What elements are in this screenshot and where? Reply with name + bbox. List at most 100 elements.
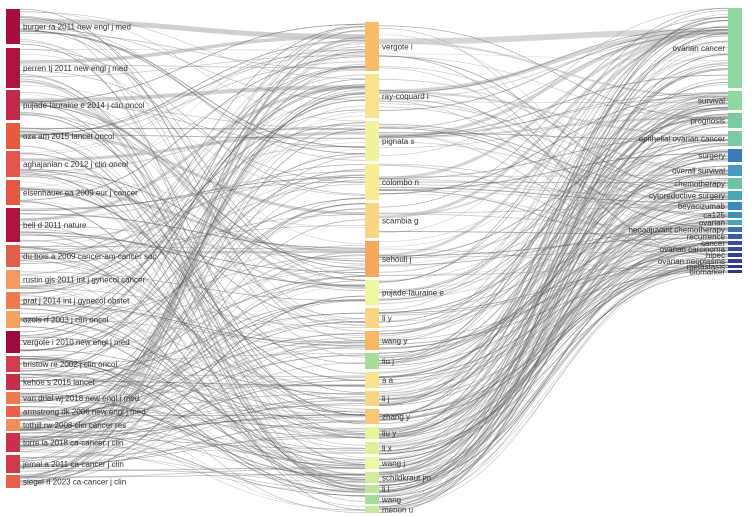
keyword-node[interactable] — [728, 202, 742, 210]
reference-node[interactable] — [6, 208, 20, 242]
keyword-node[interactable] — [728, 259, 742, 263]
reference-node[interactable] — [6, 392, 20, 404]
author-node[interactable] — [365, 372, 379, 388]
link-ref-author — [19, 115, 366, 394]
keyword-node[interactable] — [728, 253, 742, 257]
link-ref-author — [19, 303, 366, 347]
keyword-label: neoadjuvant chemotherapy — [628, 226, 725, 235]
link-author-keyword — [378, 95, 729, 335]
link-author-keyword — [378, 107, 729, 292]
reference-node[interactable] — [6, 311, 20, 328]
reference-node[interactable] — [6, 245, 20, 267]
link-author-keyword — [378, 123, 729, 194]
author-node[interactable] — [365, 164, 379, 200]
keyword-node[interactable] — [728, 8, 742, 88]
reference-node[interactable] — [6, 48, 20, 88]
link-author-keyword — [378, 27, 729, 262]
author-node[interactable] — [365, 241, 379, 277]
author-node[interactable] — [365, 203, 379, 238]
author-node[interactable] — [365, 457, 379, 469]
reference-node[interactable] — [6, 374, 20, 390]
author-node[interactable] — [365, 353, 379, 369]
link-ref-author — [19, 468, 366, 478]
link-ref-author — [19, 224, 366, 439]
keyword-node[interactable] — [728, 220, 742, 225]
author-node[interactable] — [365, 391, 379, 406]
link-author-keyword — [378, 155, 729, 482]
author-node[interactable] — [365, 472, 379, 483]
link-ref-author — [19, 134, 366, 139]
reference-label: van driel wj 2018 new engl j med — [23, 394, 139, 403]
reference-node[interactable] — [6, 356, 20, 372]
link-author-keyword — [378, 249, 729, 378]
link-ref-author-major — [19, 34, 366, 64]
link-ref-author — [19, 399, 366, 438]
keyword-node[interactable] — [728, 212, 742, 218]
keyword-node[interactable] — [728, 178, 742, 189]
keyword-label: prognosis — [690, 117, 725, 126]
author-node[interactable] — [365, 308, 379, 328]
author-node[interactable] — [365, 121, 379, 161]
link-ref-author — [19, 126, 366, 379]
link-author-keyword — [378, 133, 729, 497]
reference-node[interactable] — [6, 270, 20, 289]
link-ref-author — [19, 103, 366, 324]
link-author-keyword — [378, 29, 729, 111]
keyword-node[interactable] — [728, 227, 742, 232]
reference-node[interactable] — [6, 455, 20, 473]
author-node[interactable] — [365, 22, 379, 71]
link-author-keyword — [378, 258, 729, 452]
reference-node[interactable] — [6, 475, 20, 488]
link-author-keyword — [378, 163, 729, 214]
reference-node[interactable] — [6, 292, 20, 309]
link-ref-author — [19, 17, 366, 323]
link-ref-author — [19, 30, 366, 155]
keyword-node[interactable] — [728, 149, 742, 162]
keyword-node[interactable] — [728, 241, 742, 245]
reference-node[interactable] — [6, 406, 20, 417]
reference-node[interactable] — [6, 433, 20, 452]
keyword-label: ovarian cancer — [673, 44, 726, 53]
keyword-node[interactable] — [728, 91, 742, 110]
author-node[interactable] — [365, 485, 379, 493]
reference-node[interactable] — [6, 331, 20, 353]
link-ref-author — [19, 255, 366, 322]
keyword-node[interactable] — [728, 191, 742, 200]
link-author-keyword — [378, 35, 729, 100]
link-ref-author — [19, 56, 366, 201]
link-ref-author — [19, 101, 366, 491]
author-node[interactable] — [365, 74, 379, 118]
keyword-node[interactable] — [728, 165, 742, 176]
keyword-node[interactable] — [728, 247, 742, 251]
link-author-keyword — [378, 250, 729, 258]
reference-node[interactable] — [6, 123, 20, 149]
author-node[interactable] — [365, 427, 379, 439]
link-ref-author — [19, 40, 366, 136]
author-node[interactable] — [365, 495, 379, 504]
reference-node[interactable] — [6, 180, 20, 205]
reference-node[interactable] — [6, 9, 20, 44]
link-ref-author — [19, 69, 366, 177]
link-ref-author — [19, 349, 366, 413]
author-node[interactable] — [365, 442, 379, 454]
link-ref-author — [19, 84, 366, 322]
keyword-node[interactable] — [728, 131, 742, 146]
keyword-node[interactable] — [728, 270, 742, 273]
link-author-keyword — [378, 74, 729, 137]
author-node[interactable] — [365, 280, 379, 305]
link-author-keyword — [378, 158, 729, 476]
link-ref-author — [19, 467, 366, 472]
author-node[interactable] — [365, 506, 379, 513]
reference-node[interactable] — [6, 151, 20, 177]
author-node[interactable] — [365, 409, 379, 424]
link-author-keyword — [378, 170, 729, 507]
keyword-node[interactable] — [728, 113, 742, 128]
keyword-node[interactable] — [728, 265, 742, 268]
author-node[interactable] — [365, 331, 379, 350]
reference-node[interactable] — [6, 419, 20, 431]
link-author-keyword — [378, 47, 729, 438]
link-ref-author — [19, 406, 366, 466]
reference-node[interactable] — [6, 90, 20, 120]
link-ref-author-major — [19, 130, 366, 215]
keyword-node[interactable] — [728, 234, 742, 239]
